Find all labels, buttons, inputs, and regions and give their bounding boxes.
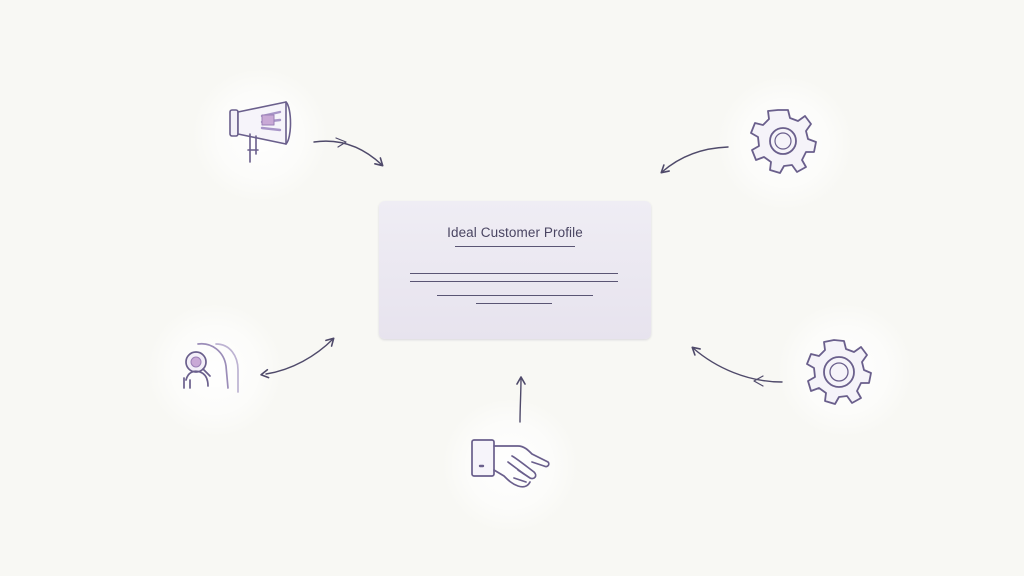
arrow-gear-bottom-to-card [691, 346, 783, 383]
text-line-3 [437, 295, 593, 297]
ideal-customer-profile-card: Ideal Customer Profile [379, 201, 651, 339]
title-underline [455, 246, 575, 248]
arrow-megaphone-to-card [313, 140, 384, 167]
gear-icon [750, 109, 817, 174]
arrow-handshake-to-card [516, 376, 526, 423]
text-line-4 [476, 303, 552, 305]
card-title: Ideal Customer Profile [447, 225, 583, 240]
handshake-icon [471, 439, 550, 488]
megaphone-icon [229, 101, 292, 163]
arrow-gear-top-to-card [660, 146, 729, 174]
icon-halo-handshake [440, 400, 580, 530]
arrow-search-person-to-card [260, 337, 335, 379]
gear-icon [806, 339, 872, 405]
search-person-icon [183, 342, 239, 393]
text-line-1 [410, 273, 618, 275]
text-line-2 [410, 281, 618, 283]
